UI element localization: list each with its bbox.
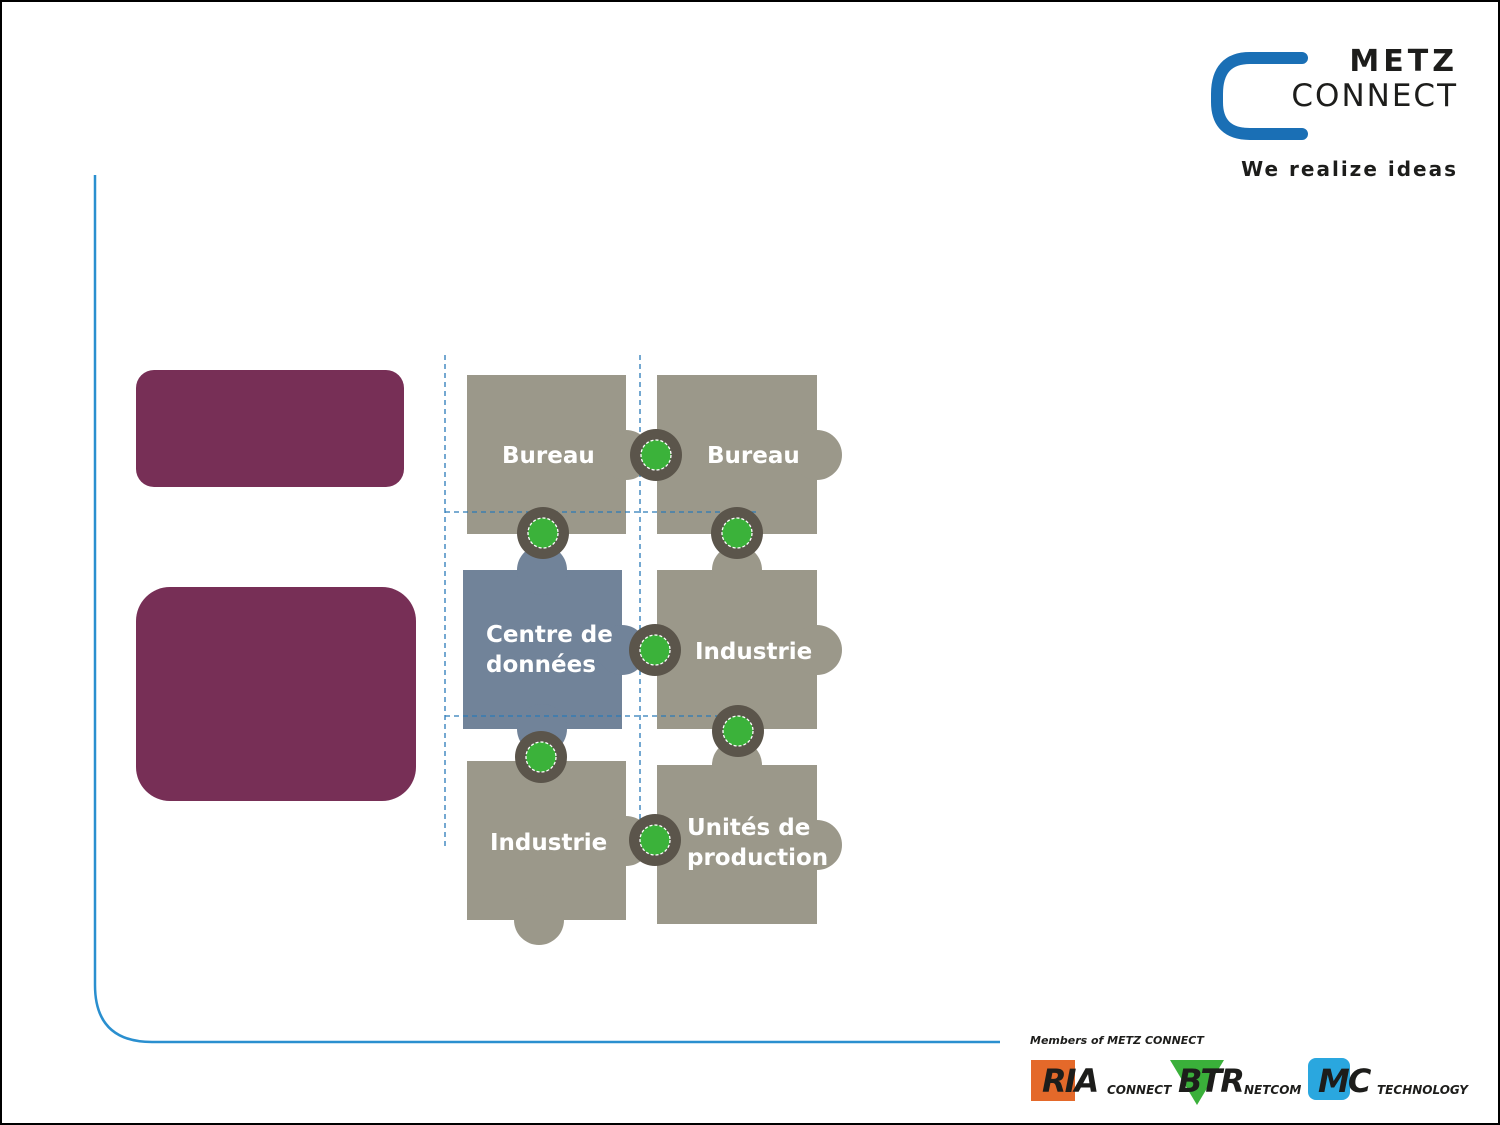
btr-logo-sub: NETCOM (1244, 1083, 1302, 1097)
ria-tile-icon (1031, 1060, 1075, 1101)
puzzle-piece-label: Bureau (502, 443, 595, 469)
purple-box-bottom (136, 587, 416, 801)
puzzle-piece-5-shape (467, 761, 651, 945)
puzzle-piece-label: Bureau (707, 443, 800, 469)
connector-dot (525, 741, 557, 773)
logo-connect-text: CONNECT (1291, 78, 1458, 114)
connectors (515, 429, 764, 866)
ria-logo-sub: CONNECT (1107, 1083, 1172, 1097)
purple-box-top (136, 370, 404, 487)
members-title: Members of METZ CONNECT (1030, 1034, 1204, 1047)
connector-dot (640, 439, 672, 471)
connector-dot (639, 634, 671, 666)
puzzle-piece-6-shape (657, 740, 842, 924)
mc-tile-icon (1308, 1058, 1350, 1100)
connector-dot (722, 715, 754, 747)
btr-logo-mark: BTR (1178, 1062, 1245, 1100)
puzzle-piece-4-shape (657, 545, 842, 729)
puzzle-piece-label: Unités de production (687, 815, 829, 871)
content-border-line (93, 175, 1000, 1044)
btr-triangle-icon (1170, 1060, 1224, 1105)
mc-logo-sub: TECHNOLOGY (1377, 1083, 1468, 1097)
ria-logo-mark: RIA (1042, 1062, 1099, 1100)
logo-metz-text: METZ (1349, 44, 1458, 79)
connector-dot (527, 517, 559, 549)
puzzle-piece-label: Centre de données (486, 622, 613, 678)
connector-dot (639, 824, 671, 856)
logo-bracket-icon (1211, 52, 1308, 140)
connector-dot (721, 517, 753, 549)
puzzle-piece-label: Industrie (695, 639, 813, 665)
puzzle-piece-label: Industrie (490, 830, 608, 856)
logo-tagline: We realize ideas (1241, 157, 1458, 181)
mc-logo-mark: MC (1318, 1062, 1371, 1100)
